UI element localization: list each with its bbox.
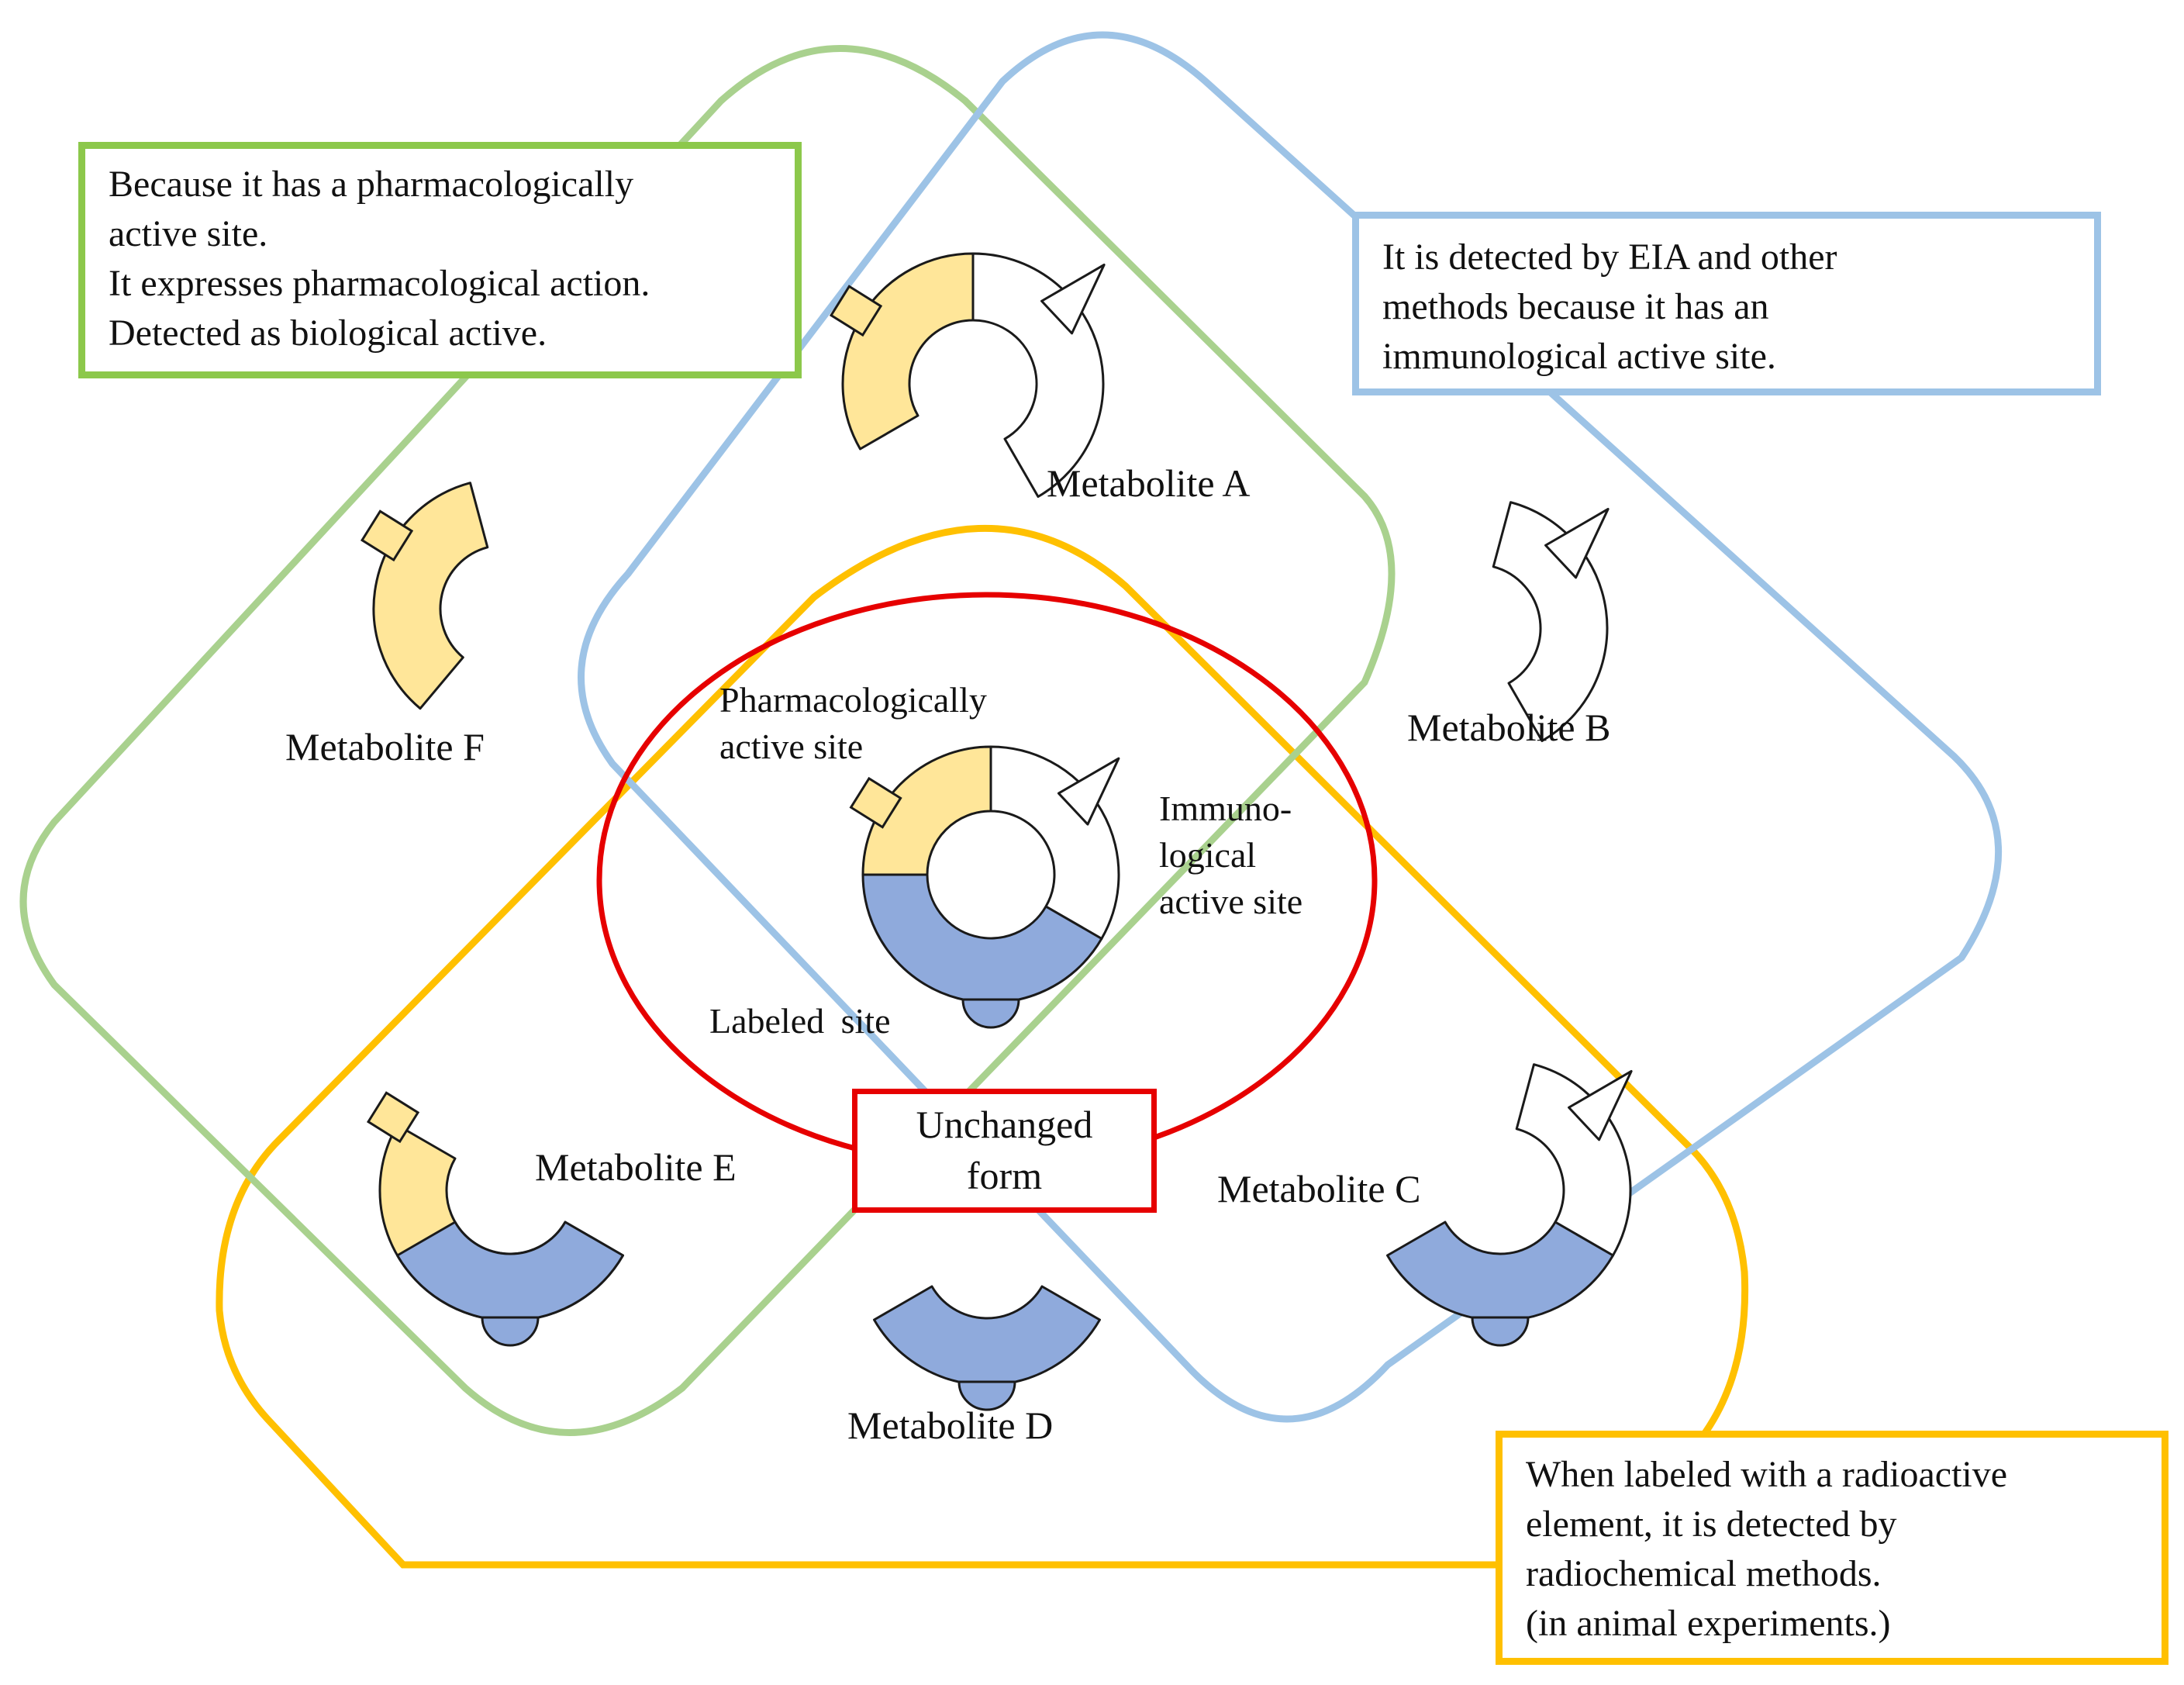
metabolite-e-pharmacological-tab — [366, 1091, 420, 1144]
metabolite-d-labeled-knob — [957, 1380, 1016, 1411]
radioactive-region-outline — [216, 525, 1749, 1569]
immunological-note: It is detected by EIA and other methods … — [1352, 212, 2101, 395]
radioactive-note-line: (in animal experiments.) — [1526, 1603, 1891, 1644]
immunological-note-line: It is detected by EIA and other — [1382, 237, 1837, 278]
pharmacological-note-line: active site. — [109, 213, 268, 254]
metabolite-d-labeled-segment — [873, 1285, 1101, 1386]
radioactive-note: When labeled with a radioactive element,… — [1496, 1431, 2168, 1665]
pharmacological-region-outline — [19, 45, 1396, 1436]
immunological-site-label-line3: active site — [1159, 882, 1302, 921]
metabolite-a-immunological-spike — [1040, 263, 1106, 335]
metabolite-a-pharmacological-segment — [841, 252, 975, 451]
metabolite-c-labeled-segment — [1386, 1221, 1614, 1322]
center-pharmacological-tab — [849, 776, 902, 829]
metabolite-c-immunological-spike — [1568, 1069, 1633, 1141]
metabolite-e-label: Metabolite E — [535, 1145, 737, 1189]
molecule-glyphs — [360, 252, 1633, 1411]
immunological-site-label-line1: Immuno- — [1159, 789, 1292, 828]
unchanged-form-label-line2: form — [966, 1154, 1043, 1197]
metabolite-c-label: Metabolite C — [1217, 1167, 1420, 1210]
metabolite-b-immunological-spike — [1544, 507, 1610, 579]
radioactive-note-line: radiochemical methods. — [1526, 1553, 1882, 1594]
immunological-note-line: immunological active site. — [1382, 336, 1776, 377]
unchanged-form-box: Unchanged form — [852, 1089, 1157, 1213]
pharmacological-site-label-line2: active site — [719, 727, 863, 766]
metabolite-f-label: Metabolite F — [285, 725, 485, 768]
pharmacological-note: Because it has a pharmacologically activ… — [78, 142, 802, 378]
pharmacological-note-line: It expresses pharmacological action. — [109, 263, 650, 304]
metabolite-f-pharmacological-tab — [360, 509, 414, 562]
labeled-site-label: Labeled site — [709, 1001, 891, 1041]
metabolite-a-pharmacological-tab — [829, 285, 883, 337]
pharmacological-note-line: Detected as biological active. — [109, 312, 547, 354]
metabolite-b-label: Metabolite B — [1407, 706, 1610, 749]
pharmacological-site-label-line1: Pharmacologically — [719, 680, 987, 720]
radioactive-note-line: When labeled with a radioactive — [1526, 1454, 2008, 1495]
immunological-note-line: methods because it has an — [1382, 286, 1769, 327]
unchanged-form-label-line1: Unchanged — [916, 1103, 1093, 1146]
pharmacological-note-line: Because it has a pharmacologically — [109, 164, 634, 205]
center-labeled-segment — [861, 873, 1103, 1004]
metabolite-e-labeled-segment — [396, 1221, 624, 1322]
metabolite-d-label: Metabolite D — [847, 1404, 1053, 1447]
unchanged-form-ellipse — [596, 592, 1378, 1169]
immunological-site-label-line2: logical — [1159, 835, 1256, 875]
radioactive-note-line: element, it is detected by — [1526, 1504, 1897, 1545]
center-immunological-spike — [1057, 757, 1120, 826]
center-labeled-knob — [961, 998, 1020, 1029]
metabolite-c-labeled-knob — [1471, 1316, 1530, 1347]
metabolite-e-labeled-knob — [481, 1316, 540, 1347]
metabolite-a-label: Metabolite A — [1047, 461, 1250, 505]
immunological-region-outline — [578, 31, 2002, 1423]
